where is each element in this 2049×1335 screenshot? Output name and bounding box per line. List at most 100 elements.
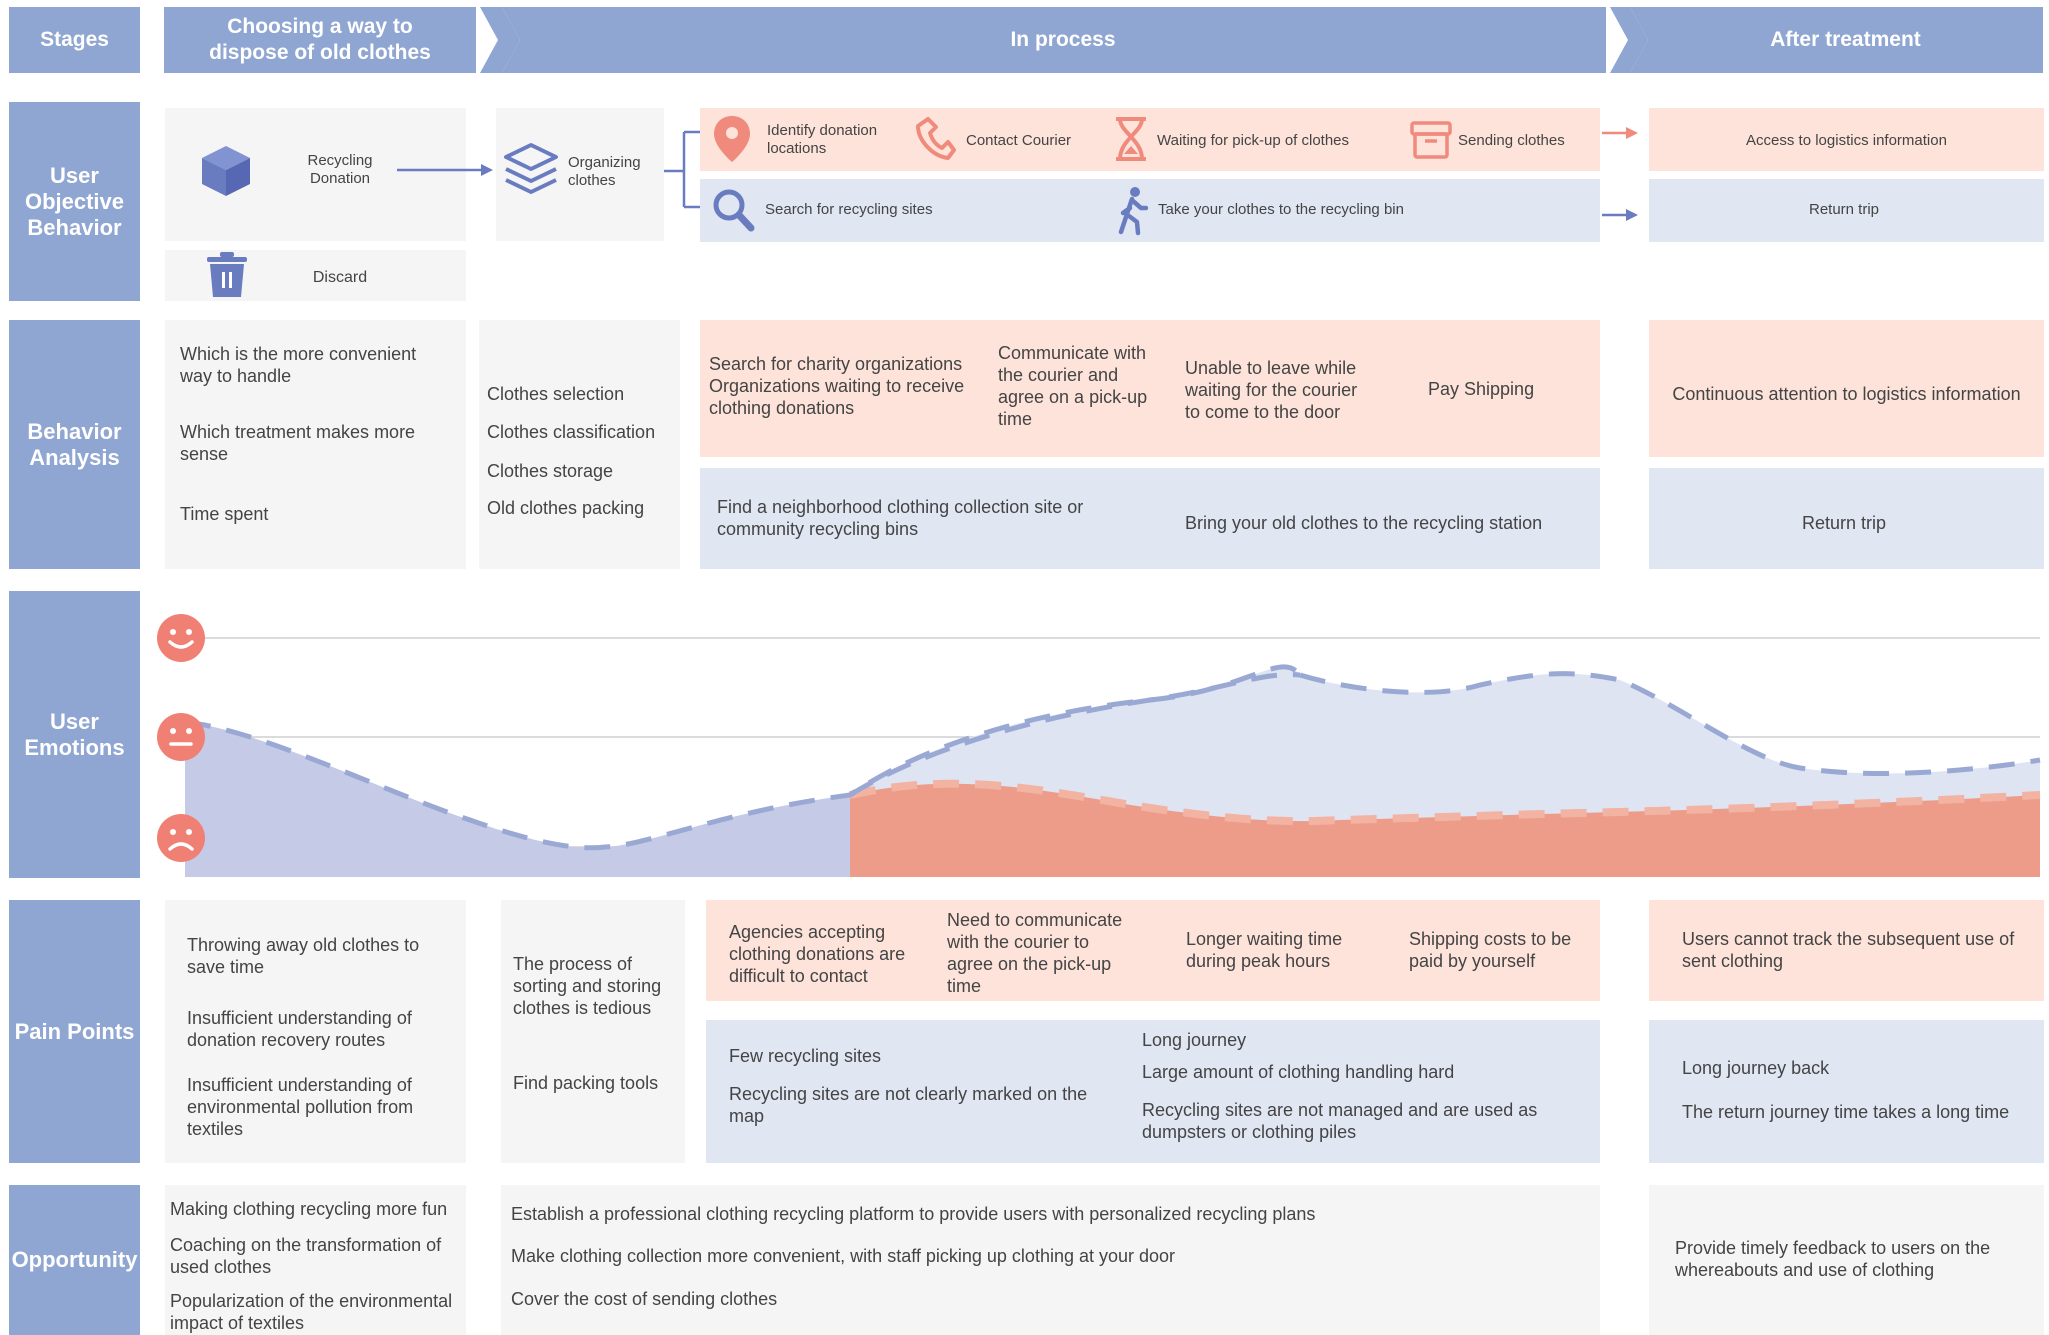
return-trip-label: Return trip	[1808, 201, 1880, 218]
analysis-pink-4: Pay Shipping	[1428, 379, 1535, 399]
pain-blue-right-1: Long journey	[1142, 1030, 1247, 1050]
pain-after-blue	[1649, 1020, 2044, 1163]
emotion-curve-chart	[184, 637, 2041, 877]
stage-arrows	[480, 7, 2043, 73]
arrow-right-blue-icon	[1602, 209, 1638, 221]
pain-choosing-2: Insufficient understanding of donation r…	[187, 1008, 412, 1050]
branch-connector	[664, 130, 700, 209]
pain-pink-1: Agencies accepting clothing donations ar…	[729, 922, 906, 986]
opportunity-middle-3: Cover the cost of sending clothes	[511, 1289, 778, 1309]
pain-pink-3: Longer waiting time during peak hours	[1186, 929, 1343, 971]
pain-pink-4: Shipping costs to be paid by yourself	[1409, 929, 1572, 971]
row-label-pain: Pain Points	[9, 900, 140, 1163]
opportunity-left-3: Popularization of the environmental impa…	[170, 1291, 453, 1333]
analysis-organizing-card	[479, 320, 680, 569]
opportunity-middle-2: Make clothing collection more convenient…	[511, 1246, 1176, 1266]
analysis-blue-2: Bring your old clothes to the recycling …	[1185, 513, 1543, 533]
contact-courier-label: Contact Courier	[966, 132, 1072, 149]
analysis-pink-1: Search for charity organizations Organiz…	[709, 354, 965, 418]
layers-icon	[504, 143, 558, 194]
objective-after-blue	[1649, 179, 2044, 242]
analysis-after-blue-text: Return trip	[1801, 513, 1887, 533]
pain-blue-left-1: Few recycling sites	[729, 1046, 882, 1066]
search-sites-label: Search for recycling sites	[765, 201, 933, 218]
phone-icon	[916, 117, 956, 160]
pain-blue-right-3: Recycling sites are not managed and are …	[1142, 1100, 1538, 1142]
pain-organizing-1: The process of sorting and storing cloth…	[513, 954, 662, 1018]
objective-process-blue	[700, 179, 1600, 242]
neutral-face-icon	[157, 713, 205, 761]
opportunity-left-card	[165, 1185, 466, 1335]
analysis-process-pink	[700, 320, 1600, 457]
pain-after-pink	[1649, 900, 2044, 1001]
analysis-after-blue	[1649, 468, 2044, 569]
analysis-pink-3: Unable to leave while waiting for the co…	[1185, 358, 1358, 422]
stages-label: Stages	[9, 7, 140, 73]
identify-donation-label: Identify donation locations	[767, 122, 878, 157]
analysis-choosing-3: Time spent	[180, 504, 269, 524]
organizing-clothes-label: Organizing clothes	[568, 154, 641, 189]
arrow-right-pink-icon	[1602, 127, 1638, 139]
opportunity-left-2: Coaching on the transformation of used c…	[170, 1235, 442, 1277]
row-label-emotions: User Emotions	[9, 591, 140, 878]
pain-organizing-2: Find packing tools	[513, 1073, 659, 1093]
arrow-right-icon	[397, 164, 493, 176]
pain-choosing-1: Throwing away old clothes to save time	[187, 935, 420, 977]
objective-organizing-card	[496, 108, 664, 241]
trash-icon	[207, 252, 247, 297]
box-icon	[202, 146, 250, 196]
emotion-area-pink	[850, 783, 2040, 877]
pain-after-blue-1: Long journey back	[1682, 1058, 1830, 1078]
opportunity-right-card	[1649, 1185, 2044, 1335]
take-bin-label: Take your clothes to the recycling bin	[1158, 201, 1404, 218]
emotion-dash-pink	[849, 779, 2041, 826]
analysis-pink-2: Communicate with the courier and agree o…	[998, 343, 1148, 429]
stage-in-process: In process	[1010, 28, 1116, 51]
pain-blue-left-2: Recycling sites are not clearly marked o…	[729, 1084, 1088, 1126]
search-icon	[713, 189, 755, 232]
happy-face-icon	[157, 614, 205, 662]
pain-process-pink	[706, 900, 1600, 1001]
walking-person-icon	[1118, 187, 1149, 236]
row-label-objective: User Objective Behavior	[9, 102, 140, 301]
pain-choosing-3: Insufficient understanding of environmen…	[187, 1075, 414, 1139]
opportunity-middle-card	[501, 1185, 1600, 1335]
emotion-dash-blue	[184, 664, 2041, 851]
location-pin-icon	[714, 116, 750, 162]
analysis-after-pink-text: Continuous attention to logistics inform…	[1672, 384, 2021, 404]
pain-after-pink-text: Users cannot track the subsequent use of…	[1682, 929, 2015, 971]
pain-organizing-card	[501, 900, 685, 1163]
emotion-dash-top	[848, 672, 1301, 798]
pain-after-blue-2: The return journey time takes a long tim…	[1682, 1102, 2010, 1122]
package-box-icon	[1410, 121, 1452, 159]
opportunity-middle-1: Establish a professional clothing recycl…	[511, 1204, 1316, 1224]
discard-label: Discard	[312, 269, 368, 286]
emotion-area-dark	[185, 722, 850, 877]
objective-process-pink	[700, 108, 1600, 171]
pain-blue-right-2: Large amount of clothing handling hard	[1142, 1062, 1455, 1082]
pain-choosing-card	[165, 900, 466, 1163]
stage-choosing: Choosing a way to dispose of old clothes	[164, 7, 476, 73]
objective-after-pink	[1649, 108, 2044, 171]
analysis-process-blue	[700, 468, 1600, 569]
hourglass-icon	[1116, 117, 1146, 161]
opportunity-right-text: Provide timely feedback to users on the …	[1675, 1238, 1991, 1280]
analysis-choosing-card	[165, 320, 466, 569]
analysis-blue-1: Find a neighborhood clothing collection …	[717, 497, 1084, 539]
sending-clothes-label: Sending clothes	[1458, 132, 1565, 149]
analysis-organizing-3: Clothes storage	[487, 461, 614, 481]
pain-process-blue	[706, 1020, 1600, 1163]
analysis-choosing-1: Which is the more convenient way to hand…	[180, 344, 417, 386]
analysis-organizing-4: Old clothes packing	[487, 498, 645, 518]
analysis-organizing-2: Clothes classification	[487, 422, 656, 442]
access-logistics-label: Access to logistics information	[1746, 132, 1947, 149]
recycling-donation-label: Recycling Donation	[307, 152, 373, 187]
stage-after-treatment: After treatment	[1770, 28, 1921, 51]
sad-face-icon	[157, 814, 205, 862]
pain-pink-2: Need to communicate with the courier to …	[947, 910, 1123, 996]
waiting-pickup-label: Waiting for pick-up of clothes	[1157, 132, 1350, 149]
opportunity-left-1: Making clothing recycling more fun	[170, 1199, 448, 1219]
analysis-organizing-1: Clothes selection	[487, 384, 625, 404]
analysis-choosing-2: Which treatment makes more sense	[180, 422, 416, 464]
analysis-after-pink	[1649, 320, 2044, 457]
